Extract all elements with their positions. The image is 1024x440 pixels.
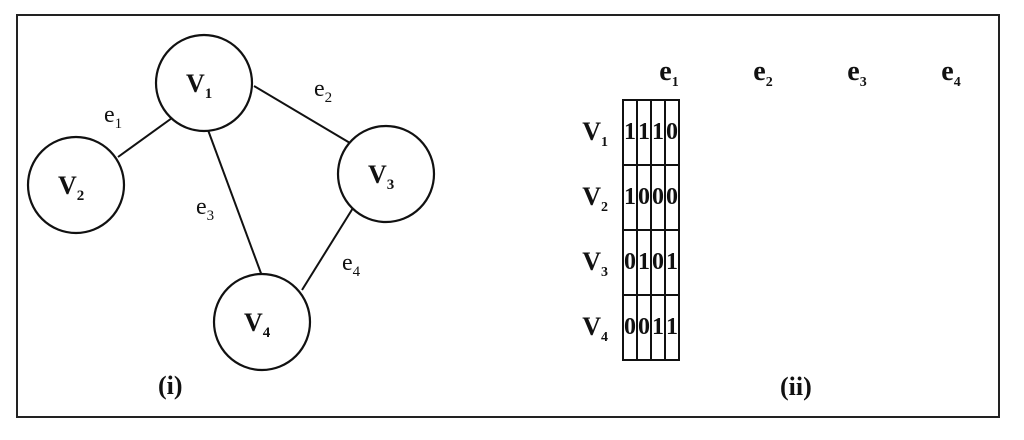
node-v2: V2 <box>26 135 126 235</box>
matrix-cell: 1 <box>622 164 638 231</box>
matrix-row-v1: 1 1 1 0 <box>622 99 680 166</box>
column-header-e1: e1 <box>659 56 679 90</box>
caption-i: (i) <box>158 371 183 400</box>
svg-text:V1: V1 <box>186 69 212 102</box>
node-v1: V1 <box>154 33 254 133</box>
column-header-e4: e4 <box>941 56 961 90</box>
matrix-cell: 1 <box>664 229 680 296</box>
column-header-e3: e3 <box>847 56 867 90</box>
edge-label-e1: e1 <box>104 102 122 132</box>
row-header-v1: V1 <box>582 117 608 150</box>
edge-line-e3 <box>207 129 263 277</box>
matrix-cell: 0 <box>650 164 666 231</box>
matrix-cell: 0 <box>636 294 652 361</box>
caption-ii: (ii) <box>780 372 812 401</box>
svg-text:V3: V3 <box>368 160 394 193</box>
matrix-row-v3: 0 1 0 1 <box>622 229 680 296</box>
matrix-cell: 0 <box>636 164 652 231</box>
matrix-cell: 1 <box>622 99 638 166</box>
matrix-cell: 0 <box>622 229 638 296</box>
node-v4: V4 <box>212 272 312 372</box>
matrix-cell: 1 <box>636 229 652 296</box>
svg-text:V2: V2 <box>58 171 84 204</box>
matrix-cell: 0 <box>622 294 638 361</box>
matrix-cell: 0 <box>664 164 680 231</box>
matrix-row-v4: 0 0 1 1 <box>622 294 680 361</box>
matrix-cell: 0 <box>650 229 666 296</box>
row-header-v3: V3 <box>582 247 608 280</box>
edge-line-e2 <box>253 85 351 144</box>
row-header-v4: V4 <box>582 312 608 345</box>
edge-line-e4 <box>301 207 354 291</box>
matrix-cell: 0 <box>664 99 680 166</box>
row-headers: V1 V2 V3 V4 <box>556 99 616 359</box>
edge-label-e3: e3 <box>196 194 214 224</box>
edge-label-e2: e2 <box>314 76 332 106</box>
matrix-table: 1 1 1 0 1 0 0 0 0 1 0 1 0 0 1 1 <box>622 99 680 361</box>
row-header-v2: V2 <box>582 182 608 215</box>
column-headers: e1 e2 e3 e4 <box>622 56 998 96</box>
matrix-cell: 1 <box>664 294 680 361</box>
edge-label-e4: e4 <box>342 250 361 280</box>
matrix-cell: 1 <box>650 99 666 166</box>
svg-text:V4: V4 <box>244 308 271 341</box>
matrix-cell: 1 <box>636 99 652 166</box>
node-v3: V3 <box>336 124 436 224</box>
matrix-row-v2: 1 0 0 0 <box>622 164 680 231</box>
edge-line-e1 <box>117 117 173 158</box>
matrix-cell: 1 <box>650 294 666 361</box>
column-header-e2: e2 <box>753 56 773 90</box>
